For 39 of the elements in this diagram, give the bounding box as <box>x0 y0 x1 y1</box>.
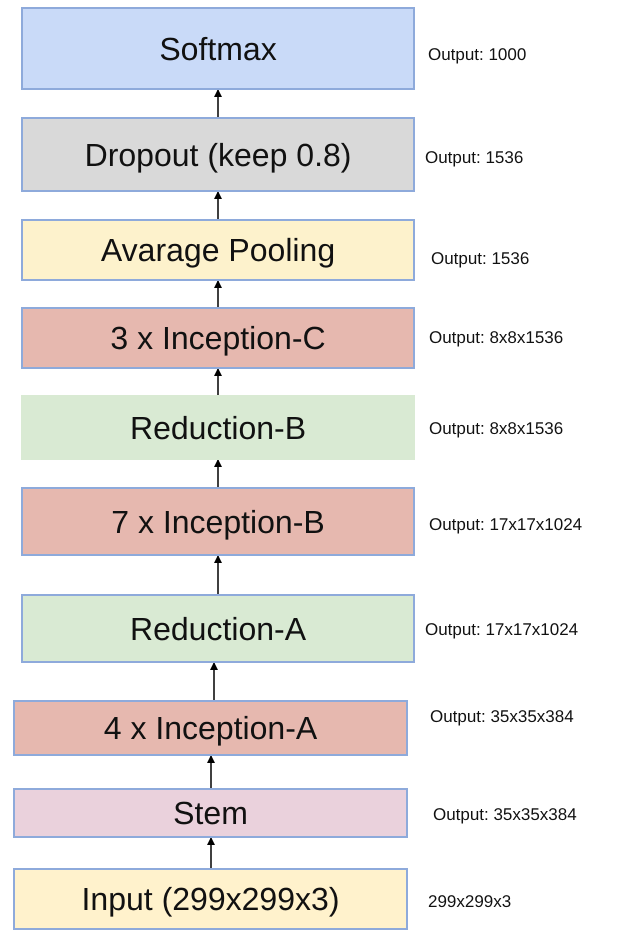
layer-box <box>21 395 415 460</box>
layer-label: Input (299x299x3) <box>82 880 340 919</box>
output-size-label: Output: 8x8x1536 <box>429 418 564 440</box>
arrow <box>207 837 215 868</box>
arrow <box>214 459 222 487</box>
layer-label: 7 x Inception-B <box>111 502 325 542</box>
output-size-label: 299x299x3 <box>428 891 512 912</box>
layer-box <box>13 788 408 838</box>
layer-label: Reduction-A <box>130 610 306 648</box>
output-size-label: Output: 17x17x1024 <box>429 514 582 536</box>
arrow <box>214 191 222 219</box>
arrow <box>207 755 215 788</box>
layer-box <box>13 700 408 756</box>
output-size-label: Output: 1000 <box>428 44 526 66</box>
layer-box <box>21 7 415 90</box>
output-size-label: Output: 1536 <box>425 147 524 168</box>
output-size-label: Output: 1536 <box>431 248 530 270</box>
layer-label: Reduction-B <box>130 408 306 448</box>
layer-label: 4 x Inception-A <box>104 709 318 748</box>
layer-label: Dropout (keep 0.8) <box>84 136 352 174</box>
output-size-label: Output: 8x8x1536 <box>429 327 564 348</box>
arrow <box>214 555 222 594</box>
arrow <box>210 662 218 700</box>
output-size-label: Output: 35x35x384 <box>430 706 574 728</box>
layer-label: 3 x Inception-C <box>110 319 326 358</box>
layer-box <box>13 868 408 930</box>
layer-box <box>21 219 415 281</box>
layer-box <box>21 307 415 369</box>
layer-label: Avarage Pooling <box>100 231 336 270</box>
layer-box <box>21 487 415 556</box>
output-size-label: Output: 35x35x384 <box>433 804 577 826</box>
arrow <box>214 89 222 117</box>
layer-label: Stem <box>173 794 248 833</box>
arrow <box>214 368 222 395</box>
arrow <box>214 280 222 307</box>
output-size-label: Output: 17x17x1024 <box>425 619 578 640</box>
layer-box <box>21 117 415 192</box>
layer-box <box>21 594 415 663</box>
layer-label: Softmax <box>159 30 277 68</box>
